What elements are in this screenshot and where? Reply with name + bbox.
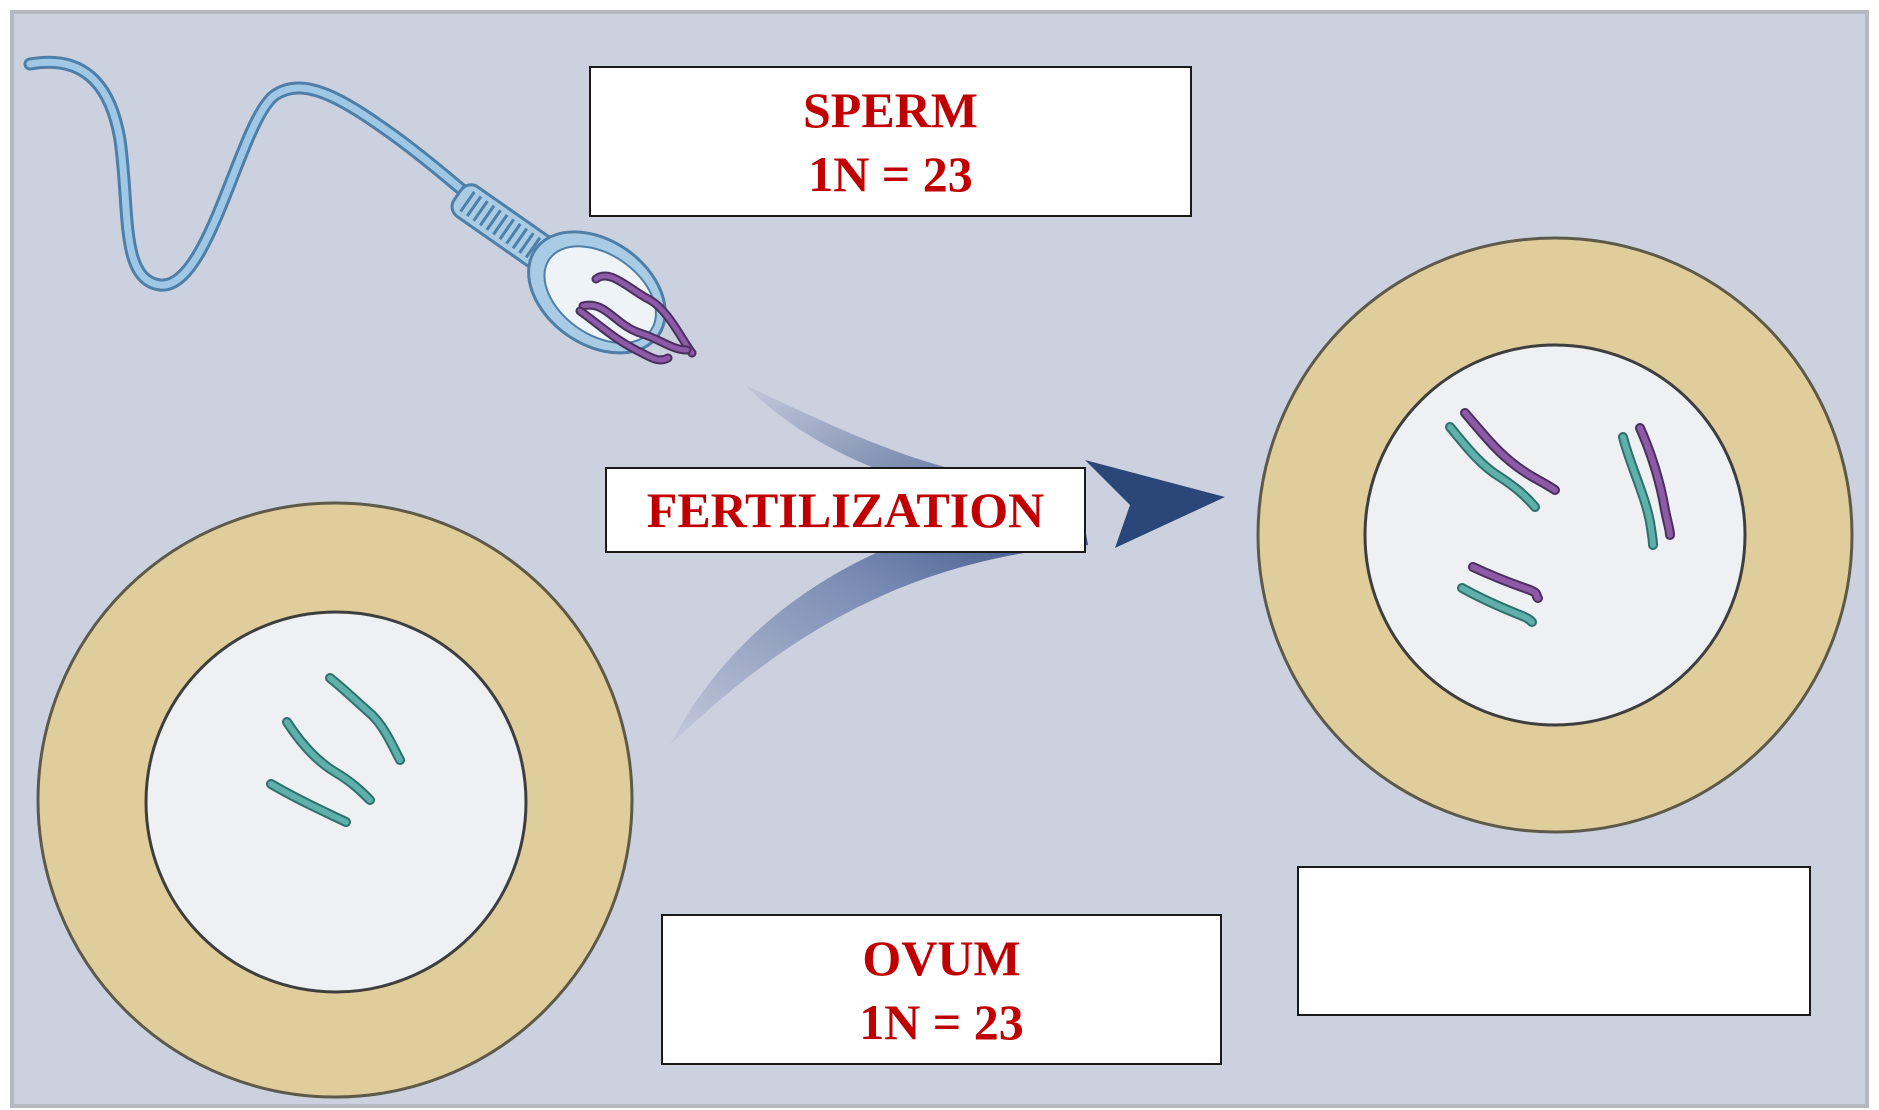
ovum-cell [38,503,632,1097]
zygote-label-box [1297,866,1811,1016]
sperm-label-box: SPERM 1N = 23 [589,66,1192,217]
ovum-label-title: OVUM [862,926,1020,990]
sperm-label-count: 1N = 23 [808,142,973,206]
fertilization-label-title: FERTILIZATION [647,478,1044,542]
sperm-label-title: SPERM [803,78,978,142]
fertilization-label-box: FERTILIZATION [605,467,1086,553]
ovum-label-count: 1N = 23 [859,990,1024,1054]
zygote-cell [1258,238,1852,832]
ovum-label-box: OVUM 1N = 23 [661,914,1222,1065]
